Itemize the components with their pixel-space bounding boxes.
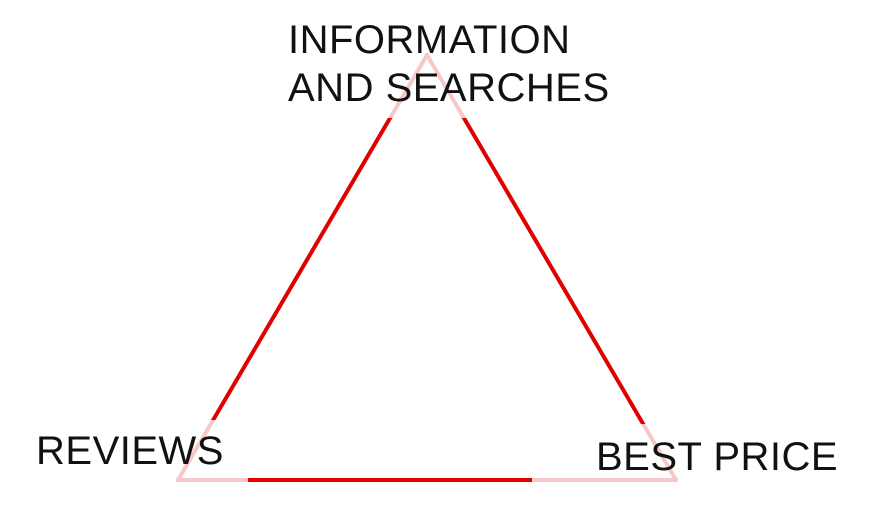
node-reviews: REVIEWS — [0, 420, 248, 482]
node-best-price-label: BEST PRICE — [596, 435, 839, 479]
node-top-line-1: INFORMATION — [288, 18, 571, 62]
node-top-line-2: AND SEARCHES — [288, 66, 610, 110]
edge-left — [176, 53, 429, 482]
node-reviews-label: REVIEWS — [36, 429, 224, 473]
edge-right — [425, 53, 678, 482]
node-best-price: BEST PRICE — [532, 424, 882, 486]
node-information-and-searches: INFORMATION AND SEARCHES — [272, 10, 650, 118]
